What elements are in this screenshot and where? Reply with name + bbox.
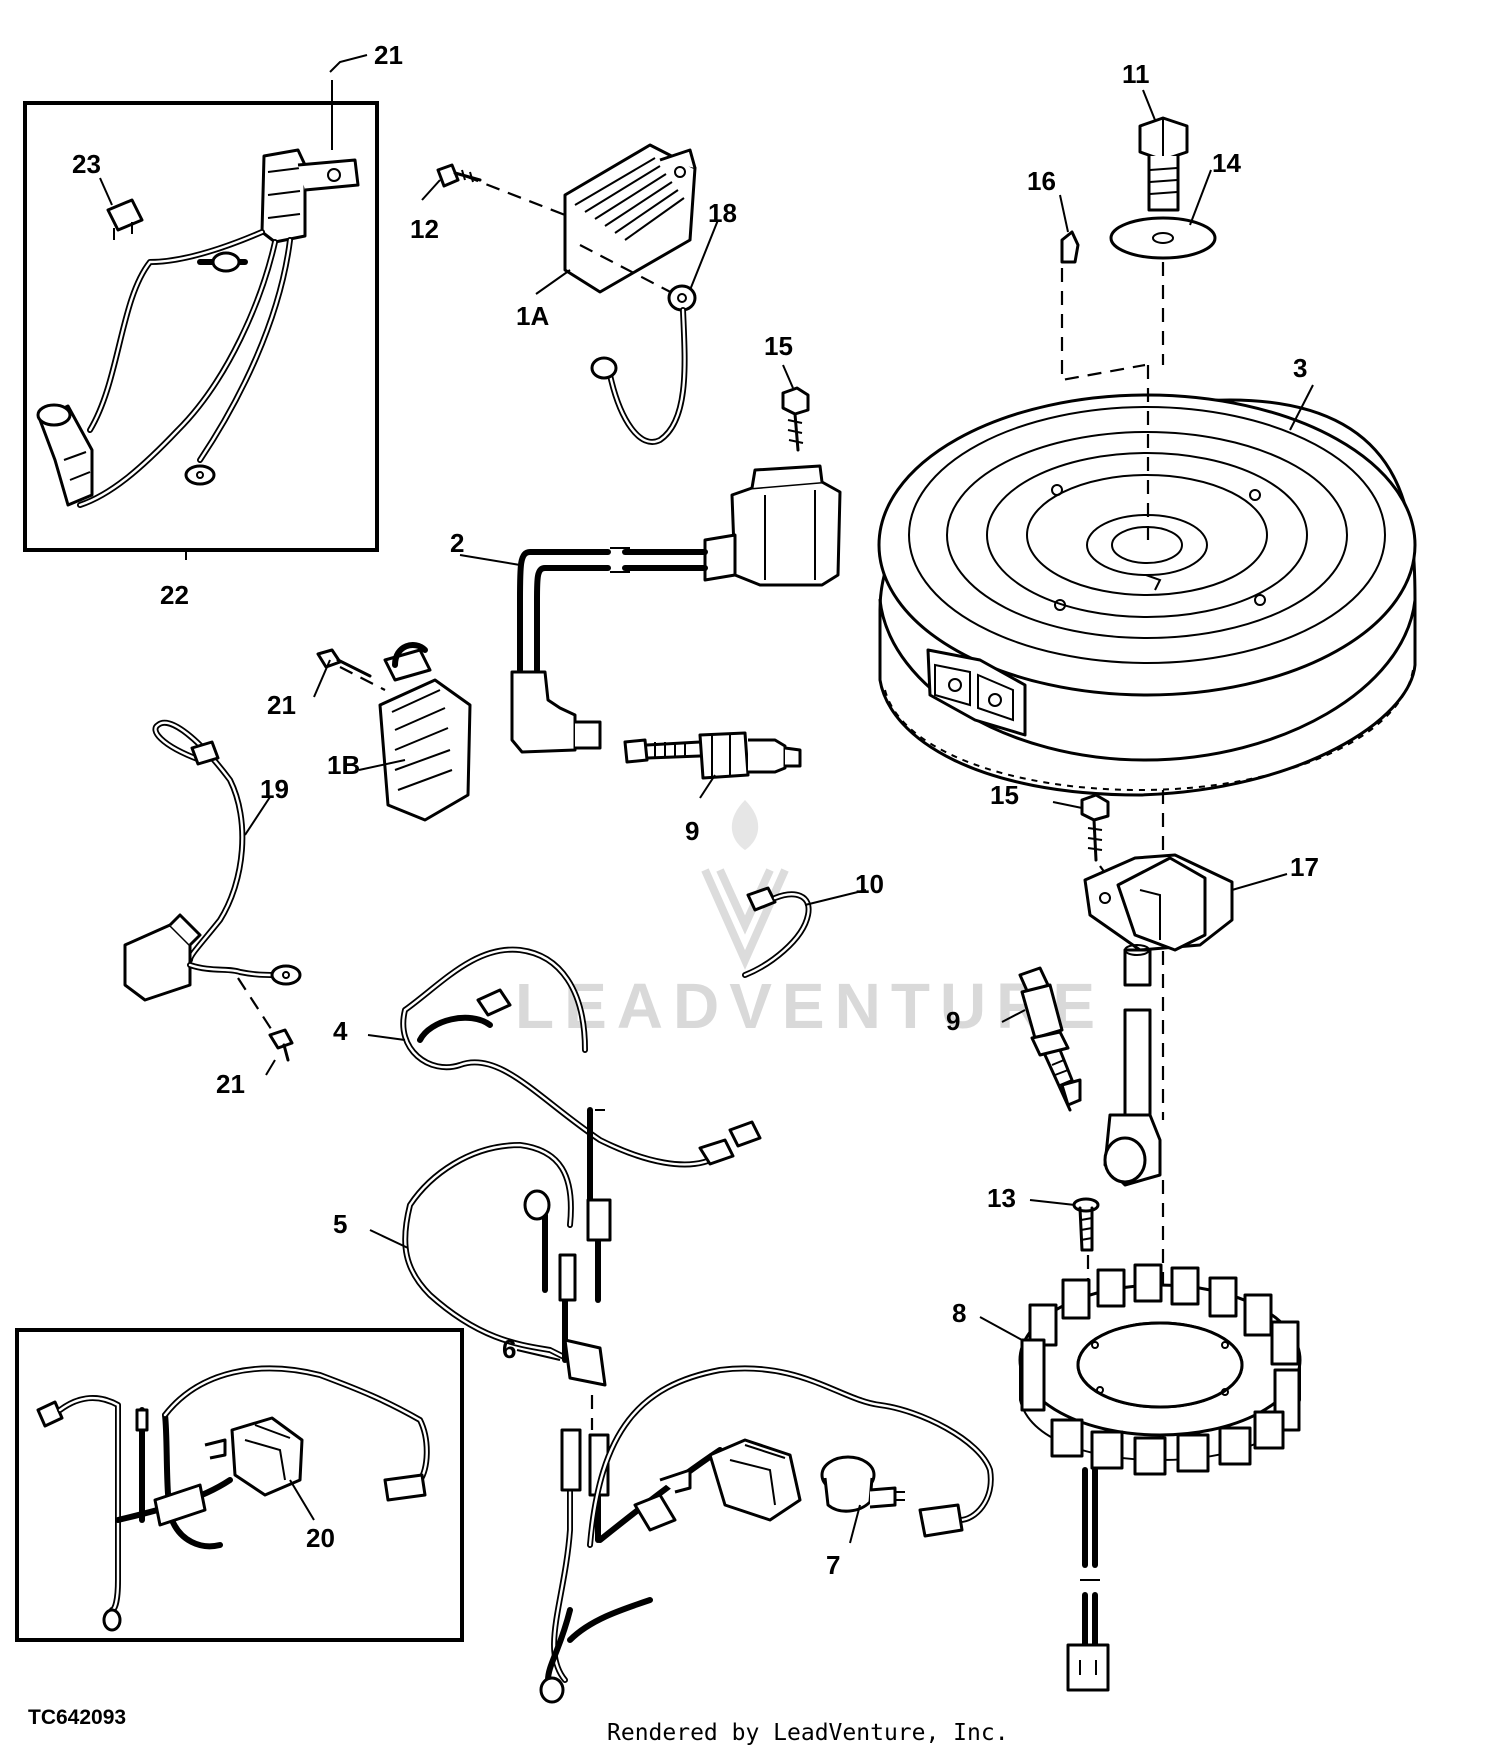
- callout-19: 19: [260, 774, 289, 804]
- watermark-text: LEADVENTURE: [515, 970, 1105, 1042]
- callout-12: 12: [410, 214, 439, 244]
- bolt-11: [1138, 116, 1189, 212]
- wire-harness-4: [400, 946, 762, 1208]
- bolt-15-top: [781, 386, 810, 452]
- wire-harness-6: [539, 1365, 994, 1704]
- washer-14: [1109, 216, 1217, 260]
- callout-23: 23: [72, 149, 101, 179]
- oil-pressure-switch-7: [820, 1455, 905, 1513]
- render-credit: Rendered by LeadVenture, Inc.: [607, 1720, 1009, 1746]
- watermark: LEADVENTURE: [515, 800, 1105, 1042]
- callout-20: 20: [306, 1523, 335, 1553]
- bolt-12: [436, 163, 482, 188]
- callout-15-lower: 15: [990, 780, 1019, 810]
- voltage-regulator-1a: [464, 143, 697, 298]
- callout-7: 7: [826, 1550, 840, 1580]
- ignition-module-17: [1083, 853, 1234, 1187]
- callout-21-lower: 21: [216, 1069, 245, 1099]
- bolt-21-mid: [316, 648, 386, 691]
- callout-9-right: 9: [946, 1006, 960, 1036]
- key-16: [1060, 230, 1080, 264]
- spark-plug-9-right: [1018, 966, 1082, 1112]
- callout-4: 4: [333, 1016, 348, 1046]
- callout-14: 14: [1212, 148, 1241, 178]
- sensor-wire-10: [742, 886, 812, 978]
- rectifier-regulator-1b: [378, 642, 472, 822]
- bolt-15-lower: [1080, 793, 1111, 881]
- callout-21-mid: 21: [267, 690, 296, 720]
- callout-13: 13: [987, 1183, 1016, 1213]
- leader-lines: [99, 54, 1314, 1544]
- wire-harness-19: [123, 719, 302, 1036]
- callout-18: 18: [708, 198, 737, 228]
- callout-3: 3: [1293, 353, 1307, 383]
- stator-8: [1018, 1263, 1302, 1692]
- callout-22: 22: [160, 580, 189, 610]
- callout-10: 10: [855, 869, 884, 899]
- ground-wire-18: [590, 284, 697, 445]
- bolt-21-lower: [268, 1028, 294, 1062]
- inset-harness-22: [23, 101, 379, 552]
- callout-21-top: 21: [374, 40, 403, 70]
- callout-8: 8: [952, 1298, 966, 1328]
- spark-plug-9-left: [623, 731, 802, 780]
- inset-harness-20: [15, 1328, 464, 1642]
- callout-1a: 1A: [516, 301, 549, 331]
- callout-labels: 21 23 22 12 1A 18 15 2 11 14 16 3 21 1B …: [72, 40, 1319, 1580]
- figure-id: TC642093: [28, 1706, 126, 1729]
- ignition-coil-2: [510, 464, 842, 754]
- callout-16: 16: [1027, 166, 1056, 196]
- callout-11: 11: [1122, 59, 1150, 89]
- callout-9-left: 9: [685, 816, 699, 846]
- callout-5: 5: [333, 1209, 347, 1239]
- callout-1b: 1B: [327, 750, 360, 780]
- assembly-dash-key: [1060, 268, 1150, 545]
- callout-2: 2: [450, 528, 464, 558]
- callout-6: 6: [502, 1334, 516, 1364]
- wire-harness-5: [402, 1142, 612, 1430]
- flywheel-3: [877, 393, 1417, 797]
- callout-17: 17: [1290, 852, 1319, 882]
- callout-15-top: 15: [764, 331, 793, 361]
